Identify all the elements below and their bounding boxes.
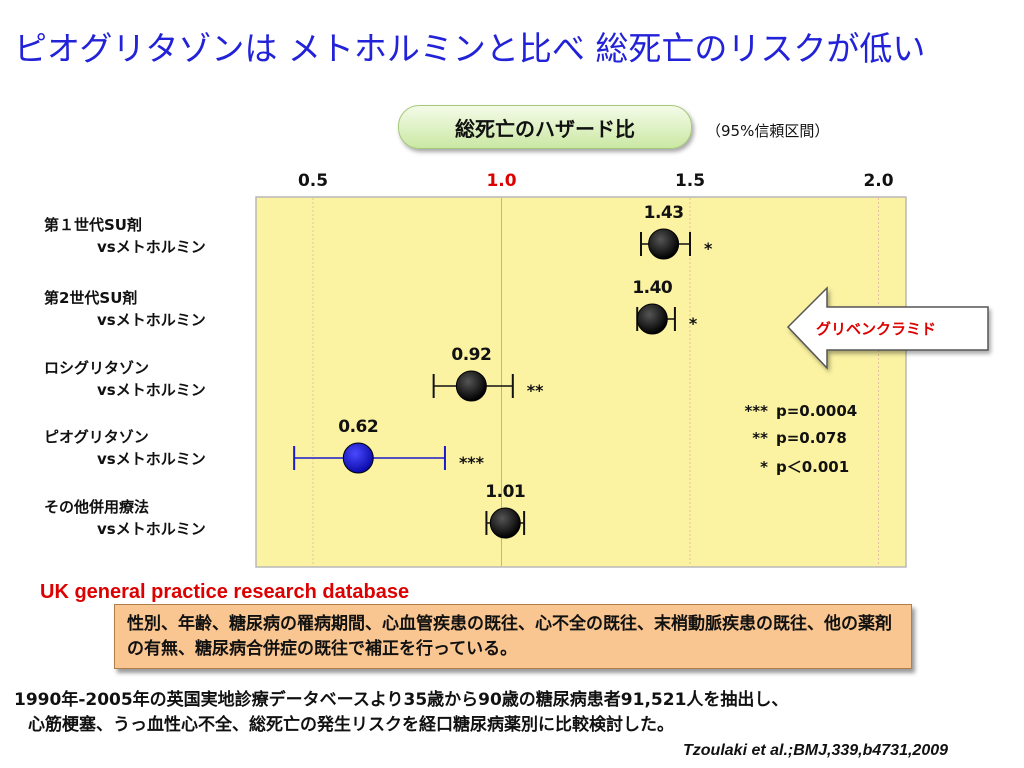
legend-mark: *** — [744, 402, 768, 420]
x-tick-label: 1.5 — [674, 171, 706, 191]
row-label: 第１世代SU剤 vsメトホルミン — [44, 214, 206, 258]
significance-mark: * — [688, 314, 698, 333]
slide-title: ピオグリタゾンは メトホルミンと比べ 総死亡のリスクが低い — [14, 29, 926, 68]
row-label-drug: ピオグリタゾン — [44, 428, 149, 446]
plot-area — [255, 196, 907, 568]
arrow-label: グリベンクラミド — [816, 320, 937, 338]
hr-value-label: 1.01 — [485, 482, 526, 502]
significance-mark: * — [704, 239, 713, 258]
row-label: その他併用療法 vsメトホルミン — [44, 496, 206, 540]
legend-pvalue: p＜0.001 — [776, 458, 850, 476]
glibenclamide-arrow — [786, 286, 989, 370]
row-label: ピオグリタゾン vsメトホルミン — [44, 426, 206, 470]
citation: Tzoulaki et al.;BMJ,339,b4731,2009 — [683, 742, 949, 759]
database-label: UK general practice research database — [40, 581, 410, 603]
row-label-drug: 第2世代SU剤 — [44, 289, 138, 307]
hazard-ratio-heading: 総死亡のハザード比 — [398, 105, 692, 149]
x-tick-label: 0.5 — [297, 171, 329, 191]
hr-point — [342, 442, 374, 474]
row-label-drug: ロシグリタゾン — [44, 359, 150, 377]
row-label-comparator: vsメトホルミン — [97, 450, 206, 468]
significance-mark: *** — [458, 453, 485, 472]
row-label-drug: 第１世代SU剤 — [44, 216, 142, 234]
legend-mark: ** — [752, 429, 768, 447]
legend-pvalue: p=0.078 — [776, 429, 847, 447]
point-layer — [342, 228, 680, 539]
row-label-comparator: vsメトホルミン — [97, 311, 206, 329]
hr-value-label: 1.40 — [632, 278, 673, 298]
x-tick-label: 2.0 — [863, 171, 894, 191]
x-tick-label: 1.0 — [486, 171, 517, 191]
row-label-comparator: vsメトホルミン — [97, 520, 206, 538]
adjustment-note: 性別、年齢、糖尿病の罹病期間、心血管疾患の既往、心不全の既往、末梢動脈疾患の既往… — [114, 604, 912, 669]
row-label: ロシグリタゾン vsメトホルミン — [44, 357, 206, 401]
legend-row: *** p=0.0004 — [738, 402, 857, 420]
description-line-1: 1990年-2005年の英国実地診療データベースより35歳から90歳の糖尿病患者… — [14, 690, 789, 710]
hazard-ratio-heading-label: 総死亡のハザード比 — [455, 116, 635, 141]
adjustment-note-text: 性別、年齢、糖尿病の罹病期間、心血管疾患の既往、心不全の既往、末梢動脈疾患の既往… — [127, 614, 892, 659]
hr-value-label: 1.43 — [643, 203, 684, 223]
significance-mark: ** — [526, 381, 544, 400]
row-label-comparator: vsメトホルミン — [97, 238, 206, 256]
legend-row: ** p=0.078 — [738, 429, 847, 447]
legend-pvalue: p=0.0004 — [776, 402, 858, 420]
legend-row: * p＜0.001 — [738, 456, 849, 477]
hr-point — [455, 370, 487, 402]
hr-point — [489, 507, 521, 539]
row-label: 第2世代SU剤 vsメトホルミン — [44, 287, 206, 331]
hr-point — [636, 303, 668, 335]
row-label-drug: その他併用療法 — [44, 498, 150, 516]
hr-point — [648, 228, 680, 260]
confidence-interval-label: （95%信頼区間） — [706, 122, 830, 140]
hr-value-label: 0.62 — [338, 417, 379, 437]
grid-layer — [312, 198, 879, 566]
description-line-2: 心筋梗塞、うっ血性心不全、総死亡の発生リスクを経口糖尿病薬別に比較検討した。 — [28, 715, 674, 735]
hr-value-label: 0.92 — [451, 345, 492, 365]
arrow-shape — [786, 286, 989, 370]
legend-mark: * — [760, 458, 768, 476]
row-label-comparator: vsメトホルミン — [97, 381, 206, 399]
